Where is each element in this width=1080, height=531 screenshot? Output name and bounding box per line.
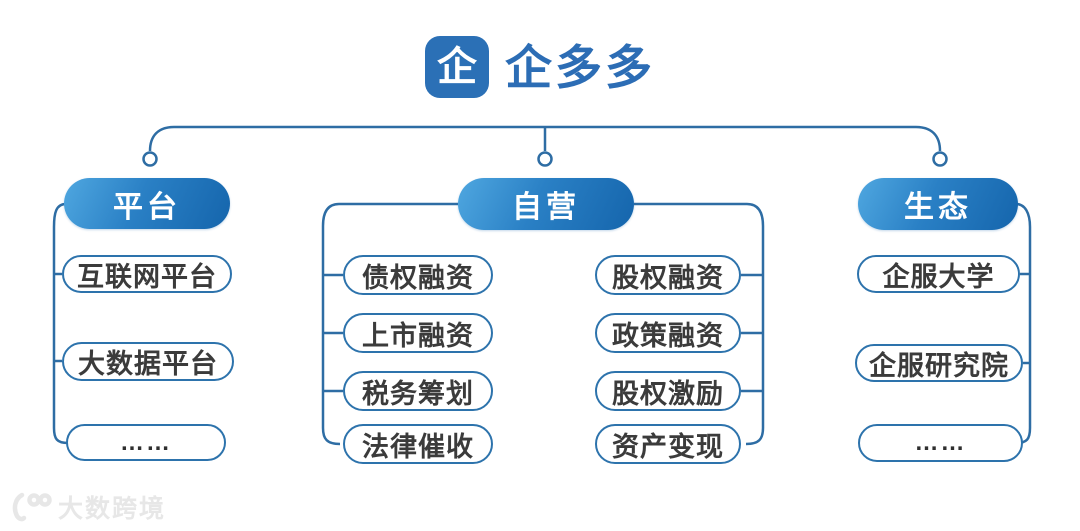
watermark: 大数跨境 [8,489,166,525]
self-operated-item-legal-collection: 法律催收 [343,424,493,464]
self-operated-node-circle [537,151,553,167]
platform-item-ellipsis: …… [66,424,226,461]
watermark-text: 大数跨境 [58,495,167,523]
platform-item-bigdata-platform: 大数据平台 [62,342,234,381]
ecosystem-item-qifu-university: 企服大学 [857,255,1020,293]
company-title: 企多多 [505,40,655,94]
self-operated-item-equity-financing: 股权融资 [595,255,741,295]
self-operated-right-spine-line [634,202,765,446]
self-operated-item-debt-financing: 债权融资 [343,255,493,295]
ecosystem-spine-line [1015,202,1032,445]
self-operated-header-pill: 自营 [458,178,634,230]
ecosystem-item-qifu-research-institute: 企服研究院 [855,344,1023,382]
self-operated-item-equity-incentive: 股权激励 [595,371,741,411]
platform-header-pill: 平台 [64,178,230,229]
self-operated-left-spine-line [321,202,458,446]
self-operated-item-tax-planning: 税务筹划 [343,371,493,411]
platform-node-circle [142,151,158,167]
self-operated-item-asset-liquidation: 资产变现 [595,424,741,464]
ecosystem-header-pill: 生态 [858,178,1018,230]
watermark-logo-icon [12,492,52,522]
platform-item-internet-platform: 互联网平台 [62,255,232,293]
self-operated-item-policy-financing: 政策融资 [595,313,741,353]
ecosystem-node-circle [932,151,948,167]
self-operated-item-ipo-financing: 上市融资 [343,313,493,353]
logo-glyph: 企 [437,45,477,89]
ecosystem-item-ellipsis: …… [858,424,1023,462]
platform-spine-line [52,202,69,445]
brand-header: 企 企多多 [0,34,1080,100]
company-logo-icon: 企 [425,36,489,98]
